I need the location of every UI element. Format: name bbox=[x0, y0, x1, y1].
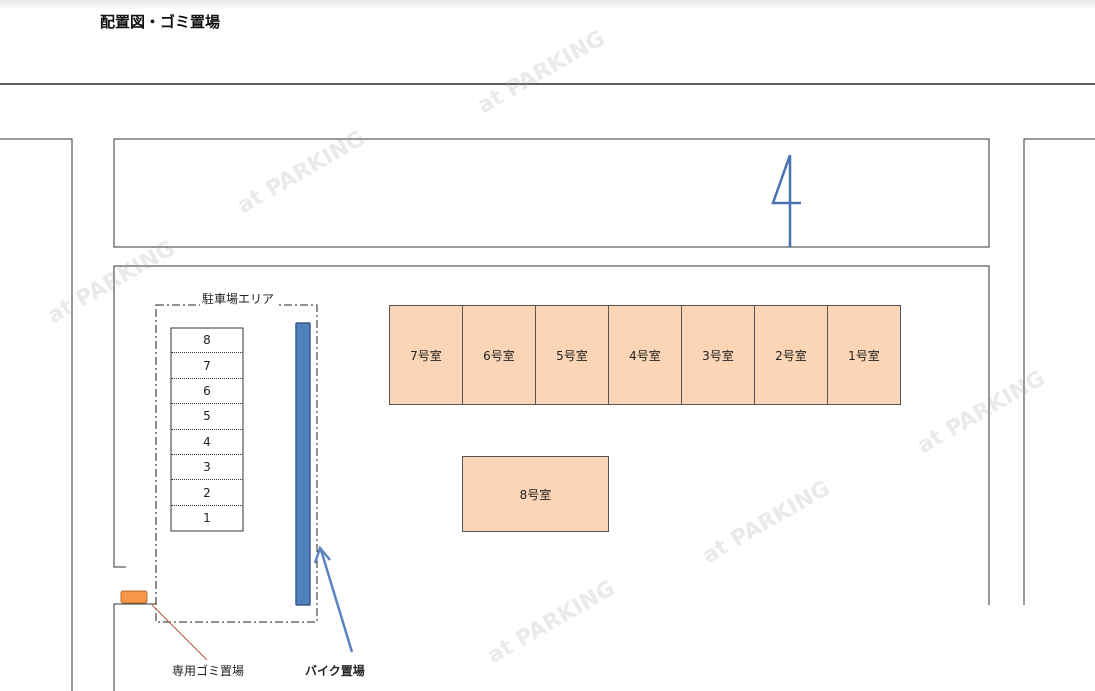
bike-arrow-head bbox=[313, 545, 331, 564]
parking-slot: 3 bbox=[171, 455, 243, 481]
page-title: 配置図・ゴミ置場 bbox=[100, 13, 221, 31]
parking-slot: 5 bbox=[171, 404, 243, 430]
room-1: 1号室 bbox=[827, 305, 901, 405]
bike-parking-label: バイク置場 bbox=[305, 664, 365, 678]
parking-slot: 1 bbox=[203, 511, 211, 526]
parking-slot: 4 bbox=[171, 430, 243, 455]
top-fade bbox=[0, 0, 1095, 10]
room-5: 5号室 bbox=[535, 305, 609, 405]
left-neighbor-lot bbox=[0, 138, 73, 691]
room-2: 2号室 bbox=[754, 305, 828, 405]
room-3: 3号室 bbox=[681, 305, 755, 405]
parking-slot: 6 bbox=[171, 379, 243, 405]
bike-parking-bar bbox=[295, 322, 311, 606]
trash-leader-line bbox=[151, 604, 208, 661]
right-neighbor-lot bbox=[1023, 138, 1095, 605]
room-7: 7号室 bbox=[389, 305, 463, 405]
room-4: 4号室 bbox=[608, 305, 682, 405]
trash-area-label: 専用ゴミ置場 bbox=[172, 664, 245, 678]
room-6: 6号室 bbox=[462, 305, 536, 405]
trash-area-icon bbox=[120, 590, 148, 604]
parking-slot: 2 bbox=[171, 480, 243, 506]
site-outline-lower bbox=[113, 603, 156, 691]
bike-arrow-shaft bbox=[319, 549, 354, 653]
site-outline bbox=[113, 265, 990, 605]
parking-slot: 8 bbox=[171, 328, 243, 354]
parking-slot: 7 bbox=[171, 353, 243, 379]
road-block bbox=[113, 138, 990, 248]
handwritten-4-stroke bbox=[771, 154, 801, 205]
room-8: 8号室 bbox=[462, 456, 609, 532]
parking-area-label: 駐車場エリア bbox=[200, 290, 277, 307]
